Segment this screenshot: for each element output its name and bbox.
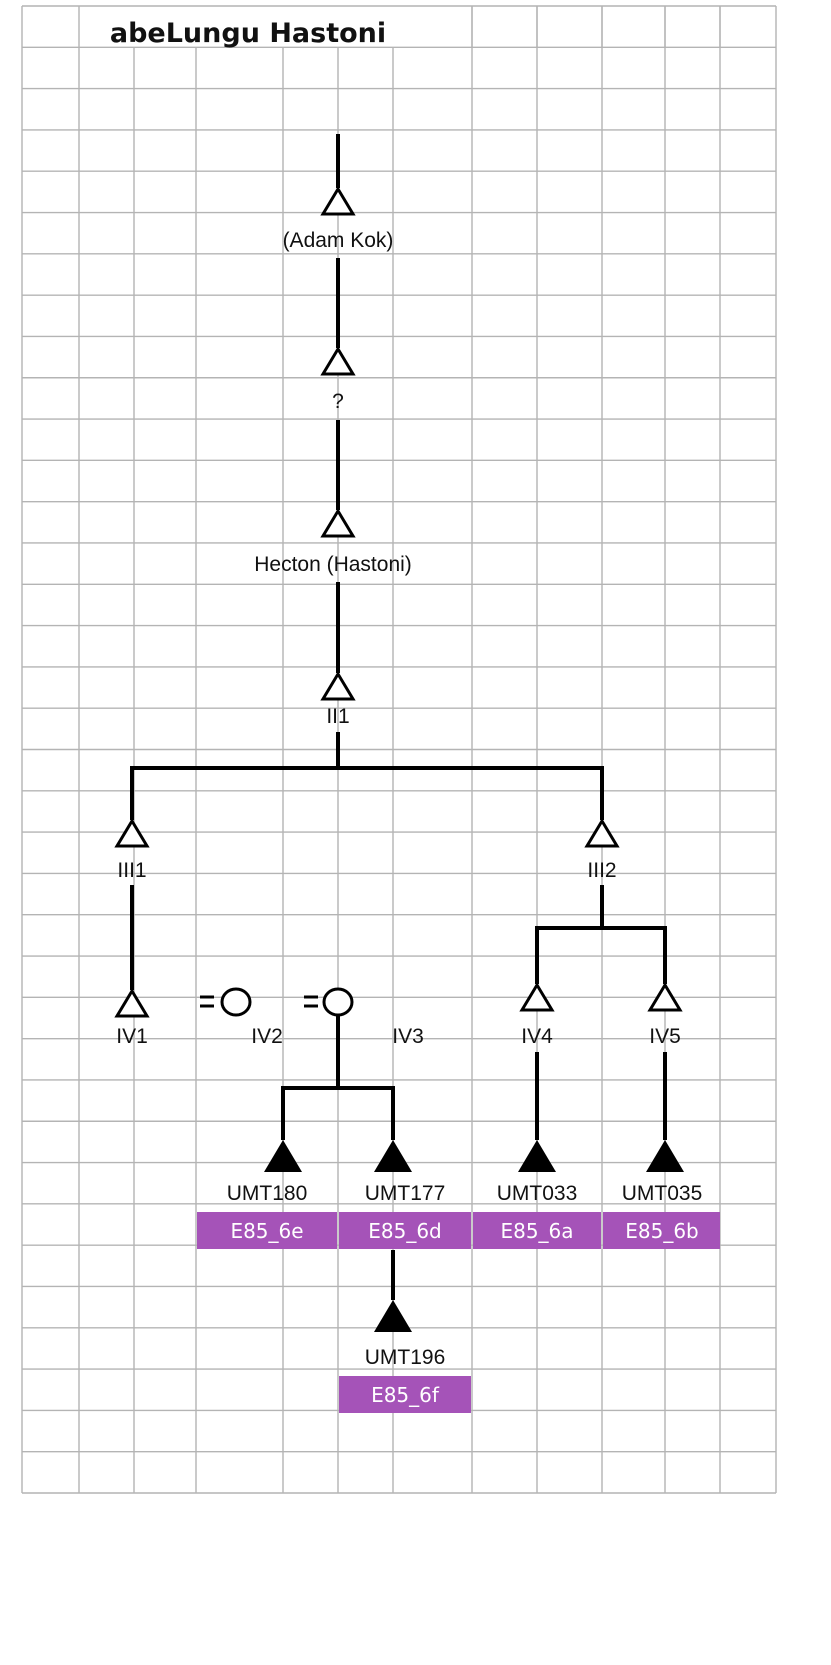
- haplogroup-tag-text: E85_6f: [371, 1383, 440, 1407]
- haplogroup-tag-text: E85_6d: [368, 1219, 442, 1243]
- haplogroup-tag-text: E85_6b: [625, 1219, 699, 1243]
- person-iii2: III2: [584, 818, 620, 882]
- haplogroup-tag: [473, 1212, 601, 1249]
- person-iii1: III1: [114, 818, 150, 882]
- lineage-lines: [130, 134, 667, 1300]
- female-outline-icon: [322, 987, 354, 1017]
- male-filled-icon: [264, 1140, 302, 1172]
- male-outline-icon: [320, 186, 356, 216]
- sample-id-label: UMT177: [365, 1182, 446, 1205]
- person-label: IV4: [521, 1025, 553, 1048]
- male-outline-icon: [320, 508, 356, 538]
- male-filled-icon: [646, 1140, 684, 1172]
- person-umt180: UMT180 E85_6e: [197, 1140, 337, 1249]
- person-iv4: IV4: [519, 982, 555, 1048]
- person-label: (Adam Kok): [283, 229, 394, 252]
- sample-id-label: UMT035: [622, 1182, 703, 1205]
- sample-id-label: UMT196: [365, 1346, 446, 1369]
- haplogroup-tag: [197, 1212, 337, 1249]
- person-label: IV3: [392, 1025, 424, 1048]
- person-iv3: IV3: [322, 987, 424, 1048]
- person-ii1: II1: [320, 671, 356, 728]
- person-iv5: IV5: [647, 982, 683, 1048]
- person-adam-kok: (Adam Kok): [283, 186, 394, 252]
- male-outline-icon: [647, 982, 683, 1012]
- male-filled-icon: [374, 1140, 412, 1172]
- person-iv1: IV1: [114, 988, 150, 1048]
- person-label: ?: [332, 390, 344, 413]
- male-outline-icon: [584, 818, 620, 848]
- grid-background: [21, 5, 777, 1494]
- person-umt196: UMT196 E85_6f: [339, 1300, 471, 1413]
- haplogroup-tag: [339, 1376, 471, 1413]
- person-iv2: IV2: [220, 987, 283, 1048]
- person-umt033: UMT033 E85_6a: [473, 1140, 601, 1249]
- haplogroup-tag: [603, 1212, 720, 1249]
- diagram-title: abeLungu Hastoni: [110, 18, 386, 49]
- person-label: IV2: [251, 1025, 283, 1048]
- sample-id-label: UMT033: [497, 1182, 578, 1205]
- person-umt035: UMT035 E85_6b: [603, 1140, 720, 1249]
- female-outline-icon: [220, 987, 252, 1017]
- male-filled-icon: [374, 1300, 412, 1332]
- male-outline-icon: [114, 818, 150, 848]
- male-outline-icon: [320, 671, 356, 701]
- sample-id-label: UMT180: [227, 1182, 308, 1205]
- haplogroup-tag-text: E85_6e: [230, 1219, 303, 1243]
- male-outline-icon: [320, 346, 356, 376]
- person-label: IV5: [649, 1025, 681, 1048]
- person-label: III1: [117, 859, 146, 882]
- haplogroup-tag-text: E85_6a: [500, 1219, 573, 1243]
- person-hecton: Hecton (Hastoni): [254, 508, 412, 576]
- person-umt177: UMT177 E85_6d: [339, 1140, 471, 1249]
- person-unknown: ?: [320, 346, 356, 413]
- person-label: Hecton (Hastoni): [254, 553, 412, 576]
- haplogroup-tag: [339, 1212, 471, 1249]
- person-label: II1: [326, 705, 349, 728]
- male-filled-icon: [518, 1140, 556, 1172]
- person-label: IV1: [116, 1025, 148, 1048]
- male-outline-icon: [519, 982, 555, 1012]
- male-outline-icon: [114, 988, 150, 1018]
- person-label: III2: [587, 859, 616, 882]
